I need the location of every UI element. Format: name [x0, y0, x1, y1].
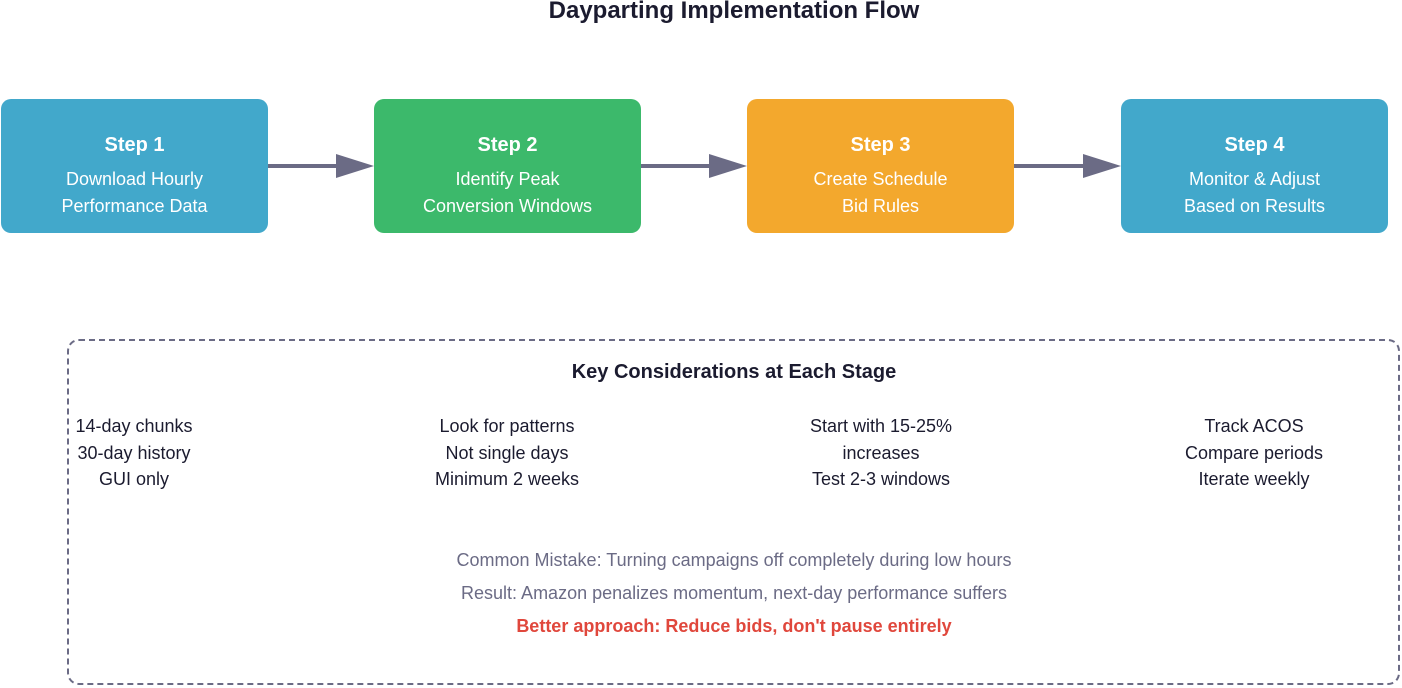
step-2-title: Step 2: [477, 134, 538, 156]
consideration-item: Look for patterns: [439, 416, 575, 436]
considerations-column-4: Track ACOS Compare periods Iterate weekl…: [1104, 413, 1402, 493]
considerations-column-1: 14-day chunks 30-day history GUI only: [0, 413, 284, 493]
step-1-line-1: Download Hourly: [65, 169, 204, 189]
considerations-title: Key Considerations at Each Stage: [571, 361, 897, 383]
diagram-title: Dayparting Implementation Flow: [548, 0, 920, 24]
consideration-item: Minimum 2 weeks: [434, 469, 580, 490]
consideration-item: Iterate weekly: [1198, 469, 1310, 490]
step-2-line-2: Conversion Windows: [422, 196, 593, 216]
better-approach-note: Better approach: Reduce bids, don't paus…: [516, 616, 952, 636]
consideration-item: Start with 15-25%: [809, 416, 953, 436]
step-3-line-2: Bid Rules: [841, 196, 920, 216]
step-1-title: Step 1: [104, 134, 165, 156]
considerations-column-2: Look for patterns Not single days Minimu…: [357, 413, 657, 493]
step-box-2: Step 2 Identify Peak Conversion Windows: [374, 99, 641, 233]
consideration-item: 30-day history: [77, 442, 191, 463]
step-box-1: Step 1 Download Hourly Performance Data: [1, 99, 268, 233]
step-4-line-2: Based on Results: [1183, 196, 1326, 216]
consideration-item: Not single days: [445, 442, 569, 463]
arrow-3-to-4: [1014, 154, 1121, 178]
considerations-panel: [67, 339, 1400, 685]
step-box-4: Step 4 Monitor & Adjust Based on Results: [1121, 99, 1388, 233]
step-3-line-1: Create Schedule: [813, 169, 948, 189]
step-4-title: Step 4: [1224, 134, 1285, 156]
step-4-line-1: Monitor & Adjust: [1188, 169, 1321, 189]
step-1-line-2: Performance Data: [61, 196, 208, 216]
arrow-1-to-2: [268, 154, 374, 178]
step-3-title: Step 3: [850, 134, 911, 156]
consideration-item: Compare periods: [1184, 442, 1324, 463]
consideration-item: Track ACOS: [1204, 416, 1304, 436]
arrow-2-to-3: [641, 154, 747, 178]
consideration-item: 14-day chunks: [75, 416, 193, 436]
consideration-item: increases: [842, 442, 920, 463]
consideration-item: GUI only: [98, 469, 170, 490]
consideration-item: Test 2-3 windows: [811, 469, 951, 490]
considerations-column-3: Start with 15-25% increases Test 2-3 win…: [731, 413, 1031, 493]
common-mistake-note: Common Mistake: Turning campaigns off co…: [456, 550, 1012, 570]
result-note: Result: Amazon penalizes momentum, next-…: [461, 583, 1007, 603]
step-2-line-1: Identify Peak: [455, 169, 560, 189]
step-box-3: Step 3 Create Schedule Bid Rules: [747, 99, 1014, 233]
